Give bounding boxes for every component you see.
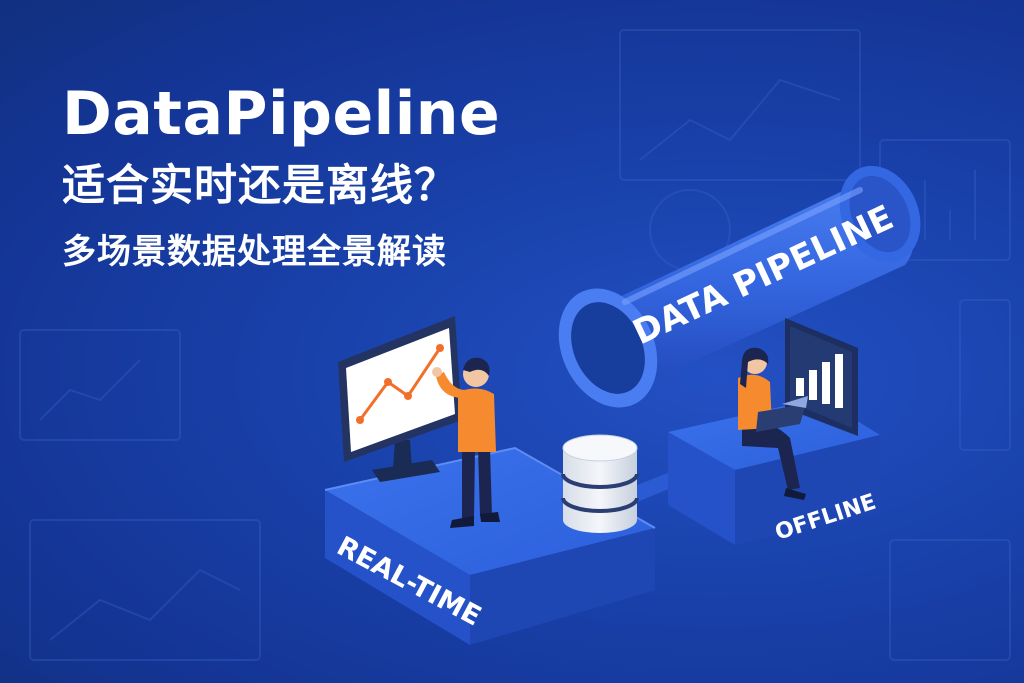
standing-person [432,357,500,528]
sitting-person [738,347,808,500]
chart-line [358,347,442,421]
page-subtitle: 适合实时还是离线？ [62,161,458,211]
headline-block: DataPipeline 适合实时还是离线？ 多场景数据处理全景解读 [62,78,500,276]
realtime-monitor [338,316,462,482]
database-icon [561,434,639,533]
page-title: DataPipeline [62,79,501,149]
data-pipeline-tube: DATA PIPELINE [558,165,921,408]
page-tagline: 多场景数据处理全景解读 [62,232,447,272]
